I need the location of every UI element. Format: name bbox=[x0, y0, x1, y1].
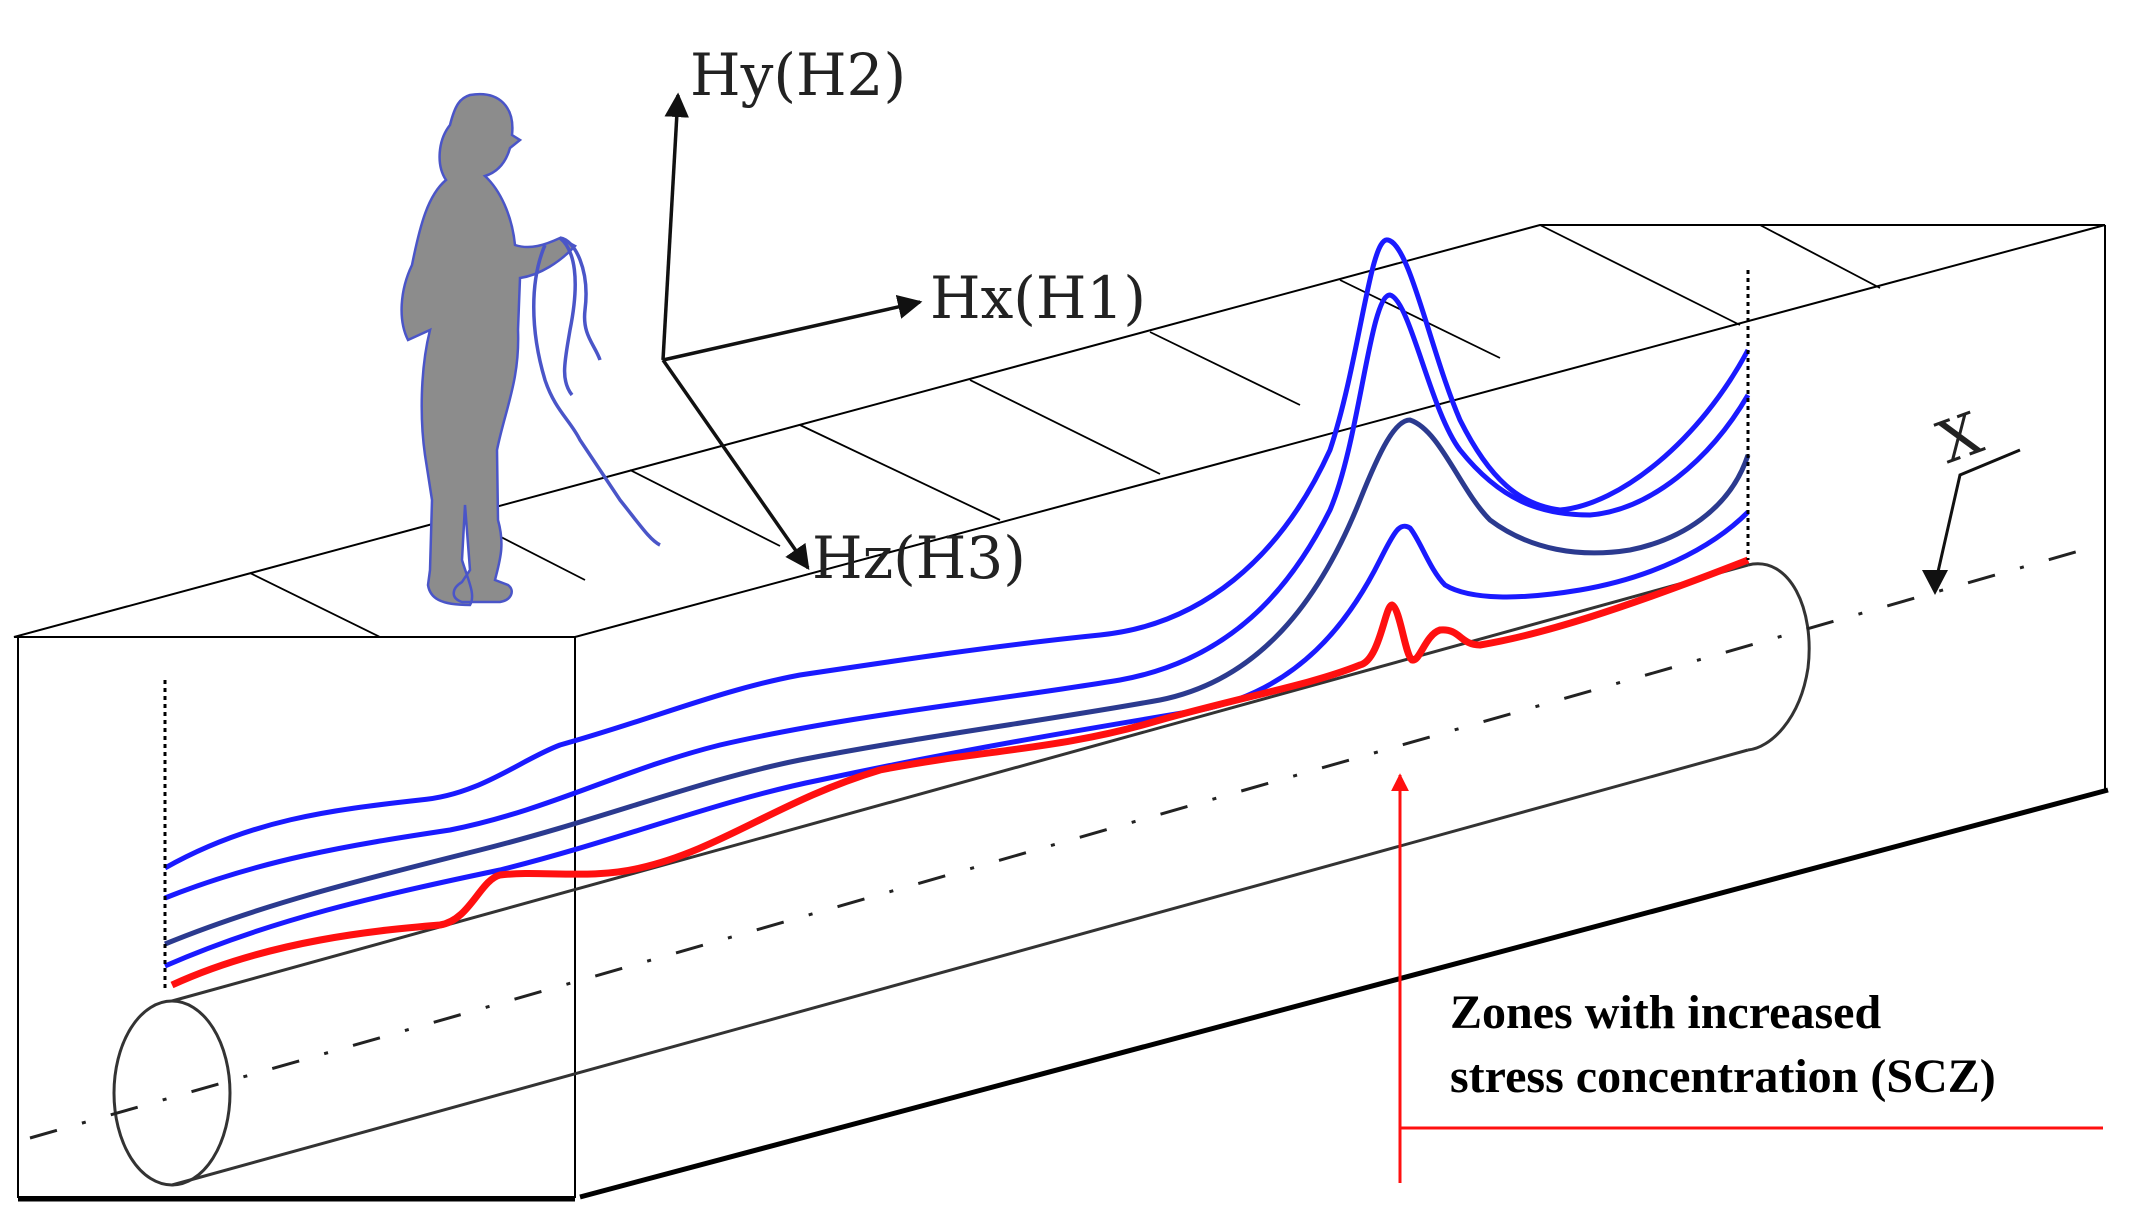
hz-label: Hz(H3) bbox=[812, 524, 1026, 592]
coordinate-axes: Hy(H2) Hx(H1) Hz(H3) bbox=[661, 41, 1146, 592]
soil-box bbox=[13, 224, 2109, 1202]
hx-label: Hx(H1) bbox=[930, 264, 1146, 332]
hx-axis-arrow bbox=[662, 294, 923, 362]
pipe-centerline bbox=[29, 543, 2101, 1140]
hy-label: Hy(H2) bbox=[690, 41, 906, 109]
magnetic-field-curves bbox=[163, 237, 1751, 989]
hz-axis-arrow bbox=[661, 358, 810, 571]
stress-curve bbox=[170, 556, 1750, 989]
scz-label-line1: Zones with increased bbox=[1450, 986, 1881, 1039]
field-curve-2 bbox=[164, 292, 1751, 901]
x-label: X bbox=[1929, 399, 1992, 477]
scz-label-line2: stress concentration (SCZ) bbox=[1450, 1050, 1996, 1103]
measurement-bounds bbox=[163, 270, 1750, 990]
scz-annotation: Zones with increased stress concentratio… bbox=[1391, 773, 2103, 1183]
field-curve-3 bbox=[164, 417, 1751, 947]
person-with-magnetometer-icon bbox=[400, 92, 661, 607]
x-direction-marker: X bbox=[1922, 399, 2021, 595]
hy-axis-arrow bbox=[661, 92, 689, 361]
field-curve-1 bbox=[163, 237, 1751, 871]
